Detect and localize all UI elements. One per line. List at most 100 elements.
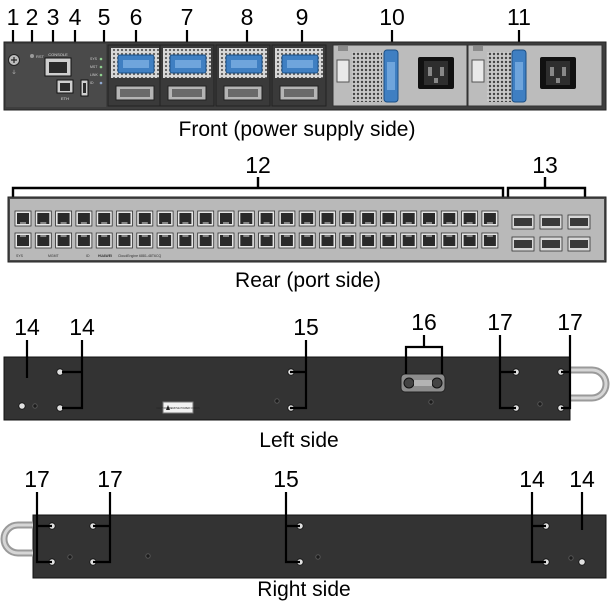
qsfp-port — [567, 214, 591, 230]
callout-8: 8 — [241, 4, 254, 30]
svg-text:CloudEngine 6881-48T6CQ: CloudEngine 6881-48T6CQ — [118, 254, 161, 258]
grounding-screw-icon: ⏚ — [8, 54, 20, 76]
rj45-port — [34, 210, 52, 227]
callout-13-rear: 13 — [532, 152, 558, 178]
right-side-panel — [0, 514, 607, 579]
rj45-port — [116, 210, 133, 227]
warning-label — [162, 401, 194, 414]
rj45-port — [237, 210, 255, 227]
rst-label: RST — [36, 54, 45, 59]
rj45-port — [440, 210, 458, 227]
qsfp-port — [511, 236, 535, 252]
rj45-port — [481, 232, 499, 249]
rj45-port — [156, 210, 174, 227]
left-callout-numbers: 14 14 15 16 17 17 — [14, 309, 583, 340]
rj45-port — [258, 210, 276, 227]
left-side-panel: CAUTION: REMOVE POWER CORDS — [3, 356, 610, 421]
callout-1: 1 — [7, 4, 20, 30]
rj45-port-array — [14, 210, 499, 249]
callout-5: 5 — [98, 4, 111, 30]
callout-15-left: 15 — [293, 314, 319, 340]
power-module-2 — [467, 44, 603, 107]
console-label: CONSOLE — [48, 52, 68, 57]
rj45-port — [258, 232, 276, 249]
callout-17-left-a: 17 — [487, 309, 513, 335]
rj45-port — [55, 210, 72, 227]
rj45-port — [14, 210, 32, 227]
callout-9: 9 — [296, 4, 309, 30]
callout-14-left-a: 14 — [14, 314, 40, 340]
svg-text:HUAWEI: HUAWEI — [98, 254, 112, 258]
right-caption: Right side — [257, 578, 350, 601]
rj45-port — [197, 210, 215, 227]
rj45-port — [440, 232, 458, 249]
left-leader-lines — [25, 335, 572, 410]
right-leader-lines — [35, 492, 584, 564]
rj45-port — [278, 210, 296, 227]
rj45-port — [34, 232, 52, 249]
svg-text:SYS: SYS — [90, 57, 98, 61]
rj45-port — [379, 210, 397, 227]
front-caption: Front (power supply side) — [179, 118, 416, 141]
rj45-port — [136, 232, 154, 249]
cable-management-bracket — [400, 373, 446, 393]
callout-7: 7 — [181, 4, 194, 30]
rj45-port — [156, 232, 174, 249]
qsfp-port — [567, 236, 591, 252]
svg-text:⏚: ⏚ — [11, 69, 16, 76]
status-leds: SYS MST LINK ID — [90, 57, 103, 85]
rj45-port — [420, 210, 438, 227]
mounting-hole — [578, 558, 586, 566]
svg-text:ID: ID — [90, 81, 94, 85]
callout-6: 6 — [130, 4, 143, 30]
power-1-label-tab — [336, 59, 350, 83]
front-panel: ⏚ RST CONSOLE ETH SYS MST LINK ID — [3, 41, 607, 111]
rj45-port — [116, 232, 133, 249]
esd-jack — [30, 54, 34, 58]
rear-bottom-labels: SYS MGMT ID HUAWEI CloudEngine 6881-48T6… — [16, 254, 161, 258]
callout-16-left: 16 — [411, 309, 437, 335]
callout-11: 11 — [507, 4, 531, 30]
rj45-port — [176, 210, 194, 227]
svg-text:SYS: SYS — [16, 254, 24, 258]
callout-14-right-a: 14 — [519, 466, 545, 492]
callout-14-right-b: 14 — [569, 466, 595, 492]
left-caption: Left side — [259, 429, 338, 452]
mounting-hole — [18, 402, 26, 410]
svg-text:ID: ID — [86, 254, 90, 258]
qsfp-port — [511, 214, 535, 230]
rj45-port — [95, 232, 113, 249]
rj45-port — [298, 232, 316, 249]
rear-panel: SYS MGMT ID HUAWEI CloudEngine 6881-48T6… — [7, 196, 607, 263]
fan-module-1 — [107, 44, 163, 107]
rj45-port — [75, 232, 93, 249]
right-callout-numbers: 17 17 15 14 14 — [24, 466, 595, 492]
rj45-port — [319, 232, 336, 249]
svg-text:MST: MST — [90, 65, 98, 69]
svg-text:CAUTION: REMOVE POWER CORDS: CAUTION: REMOVE POWER CORDS — [156, 407, 200, 410]
rj45-port — [298, 210, 316, 227]
rj45-port — [136, 210, 154, 227]
rj45-port — [217, 210, 235, 227]
rj45-port — [359, 232, 377, 249]
rj45-port — [400, 232, 418, 249]
rj45-port — [75, 210, 93, 227]
rj45-port — [461, 232, 479, 249]
callout-10: 10 — [379, 4, 405, 30]
rj45-port — [420, 232, 438, 249]
callout-2: 2 — [26, 4, 39, 30]
eth-label: ETH — [61, 96, 69, 101]
rj45-port — [359, 210, 377, 227]
rj45-port — [461, 210, 479, 227]
fan-module-3 — [215, 44, 271, 107]
rj45-port — [237, 232, 255, 249]
fan-module-2 — [159, 44, 215, 107]
svg-text:LINK: LINK — [90, 73, 98, 77]
callout-12-rear: 12 — [245, 152, 271, 178]
rj45-port — [319, 210, 336, 227]
callout-17-left-b: 17 — [557, 309, 583, 335]
callout-15-right: 15 — [273, 466, 299, 492]
rj45-port — [197, 232, 215, 249]
qsfp-port-array — [511, 214, 591, 252]
